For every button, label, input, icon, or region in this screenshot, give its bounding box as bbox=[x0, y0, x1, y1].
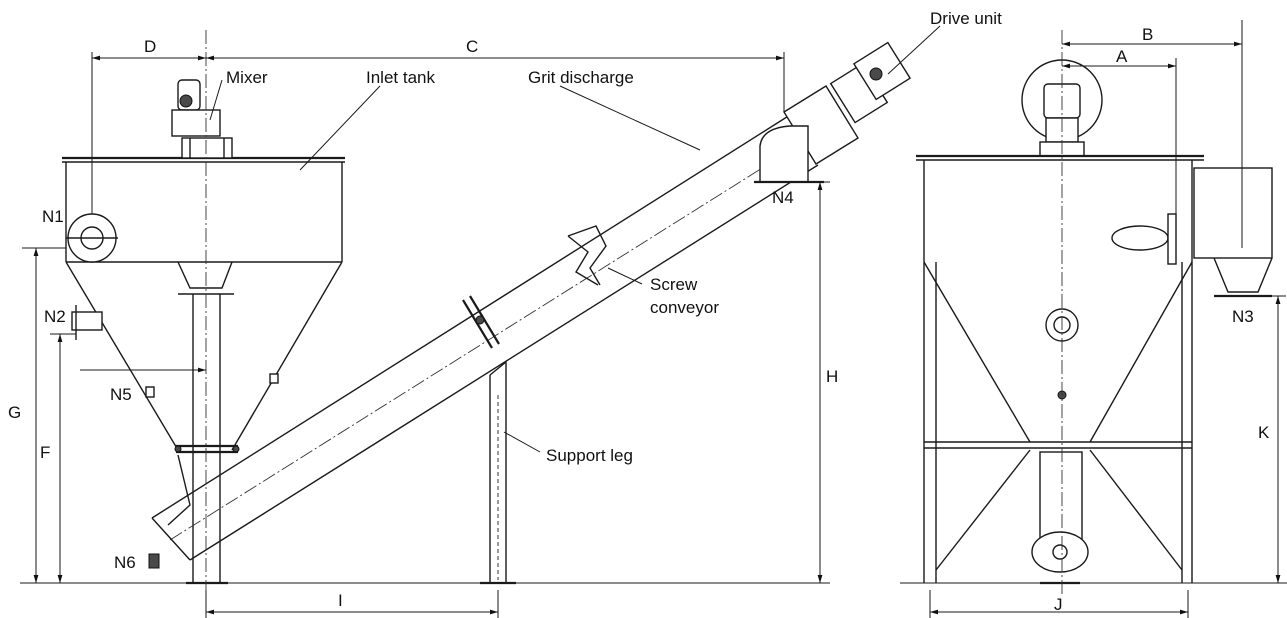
label-n5: N5 bbox=[110, 385, 132, 404]
dimension-lines bbox=[22, 41, 1286, 618]
text-labels: Drive unit Mixer Inlet tank Grit dischar… bbox=[8, 9, 1270, 614]
leader-lines bbox=[209, 25, 941, 453]
label-screw-conveyor-1: Screw bbox=[650, 275, 698, 294]
dim-c: C bbox=[466, 37, 478, 56]
label-n6: N6 bbox=[114, 553, 136, 572]
dim-i: I bbox=[338, 591, 343, 610]
dim-b: B bbox=[1142, 25, 1153, 44]
dim-a: A bbox=[1116, 47, 1128, 66]
dim-j: J bbox=[1054, 595, 1063, 614]
label-grit-discharge: Grit discharge bbox=[528, 68, 634, 87]
label-n1: N1 bbox=[42, 207, 64, 226]
label-support-leg: Support leg bbox=[546, 446, 633, 465]
label-n4: N4 bbox=[772, 188, 794, 207]
label-drive-unit: Drive unit bbox=[930, 9, 1002, 28]
dim-h: H bbox=[826, 367, 838, 386]
dim-k: K bbox=[1258, 423, 1270, 442]
dim-g: G bbox=[8, 403, 21, 422]
dim-d: D bbox=[144, 37, 156, 56]
side-view bbox=[20, 30, 912, 595]
label-n3: N3 bbox=[1232, 307, 1254, 326]
label-mixer: Mixer bbox=[226, 68, 268, 87]
label-screw-conveyor-2: conveyor bbox=[650, 298, 719, 317]
label-n2: N2 bbox=[44, 307, 66, 326]
label-inlet-tank: Inlet tank bbox=[366, 68, 435, 87]
dim-f: F bbox=[40, 443, 50, 462]
front-view bbox=[900, 20, 1287, 595]
